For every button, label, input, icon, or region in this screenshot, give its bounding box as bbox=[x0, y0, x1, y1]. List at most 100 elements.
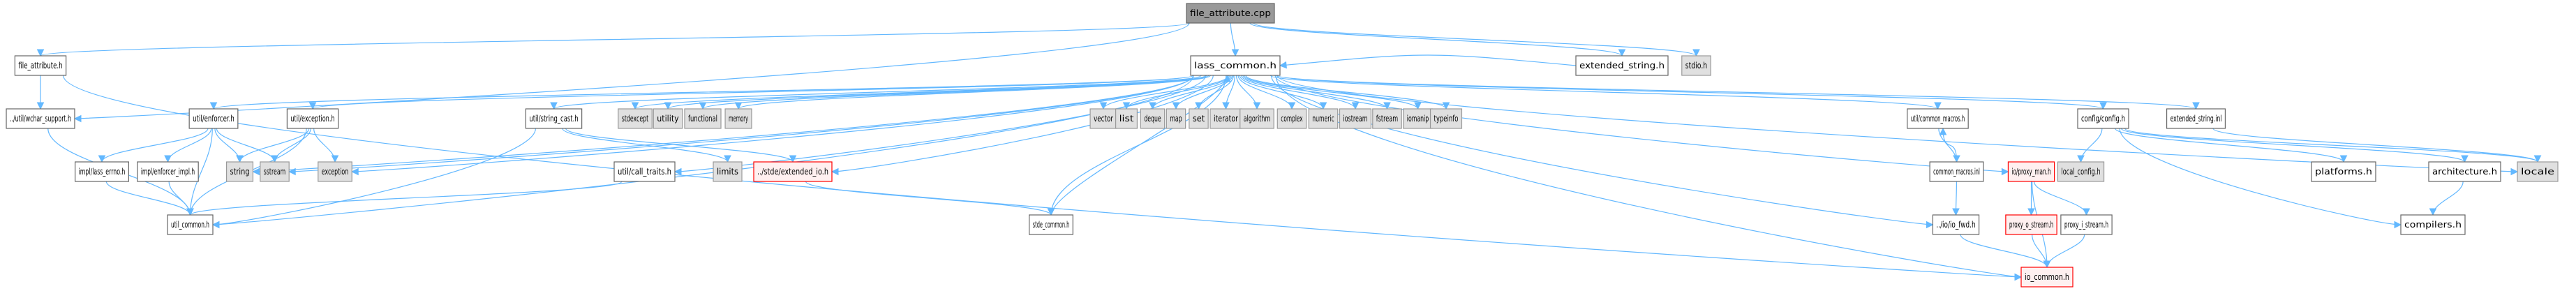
edge-enforcer-impl-h-to-util-common-h bbox=[168, 181, 191, 216]
node-exception-h[interactable]: util/exception.h bbox=[286, 108, 339, 129]
edge-lass-common-h-to-iomanip bbox=[1244, 75, 1419, 110]
node-iterator[interactable]: iterator bbox=[1209, 108, 1242, 129]
node-sstream[interactable]: sstream bbox=[260, 161, 290, 182]
node-list[interactable]: list bbox=[1115, 108, 1138, 129]
node-label: locale bbox=[2521, 167, 2554, 177]
node-label: string bbox=[230, 167, 250, 177]
node-architecture-h[interactable]: architecture.h bbox=[2428, 161, 2501, 182]
node-numeric[interactable]: numeric bbox=[1308, 108, 1339, 129]
edge-call-traits-h-to-util-common-h bbox=[189, 181, 623, 216]
edge-config-h-to-local-config-h bbox=[2080, 128, 2103, 163]
edge-arrowhead bbox=[550, 102, 558, 110]
edge-lass-common-h-to-functional bbox=[702, 75, 1209, 110]
node-io-fwd-h[interactable]: ../io/io_fwd.h bbox=[1932, 214, 1980, 235]
edge-arrowhead bbox=[1223, 74, 1231, 82]
nodes-layer: file_attribute.cpp file_attribute.h lass_c… bbox=[6, 3, 2559, 288]
node-exception[interactable]: exception bbox=[318, 161, 352, 182]
node-typeinfo[interactable]: typeinfo bbox=[1429, 108, 1463, 129]
node-string-cast-h[interactable]: util/string_cast.h bbox=[525, 108, 583, 129]
edge-file-attribute-h-to-io-common-h bbox=[63, 75, 2022, 278]
edge-arrowhead bbox=[1122, 102, 1131, 110]
node-box bbox=[1575, 55, 1669, 76]
node-label: numeric bbox=[1312, 114, 1334, 124]
node-vector[interactable]: vector bbox=[1089, 108, 1117, 129]
node-extended-io-h[interactable]: ../stde/extended_io.h bbox=[753, 161, 833, 182]
node-box bbox=[1209, 108, 1242, 129]
node-enforcer-h[interactable]: util/enforcer.h bbox=[188, 108, 239, 129]
node-stdio-h[interactable]: stdio.h bbox=[1681, 55, 1711, 76]
node-iostream[interactable]: iostream bbox=[1339, 108, 1372, 129]
edge-config-h-to-compilers-h bbox=[2119, 128, 2402, 225]
node-extended-string-inl[interactable]: extended_string.inl bbox=[2166, 108, 2226, 129]
node-common-macros-inl[interactable]: common_macros.inl bbox=[1929, 161, 1984, 182]
node-lass-common-h[interactable]: lass_common.h bbox=[1190, 55, 1281, 76]
node-box bbox=[2077, 108, 2129, 129]
node-stde-common-h[interactable]: stde_common.h bbox=[1029, 214, 1073, 235]
node-memory[interactable]: memory bbox=[724, 108, 752, 129]
edge-arrowhead bbox=[164, 155, 172, 163]
node-proxy-o-stream-h[interactable]: proxy_o_stream.h bbox=[2005, 214, 2057, 235]
node-proxy-i-stream-h[interactable]: proxy_i_stream.h bbox=[2060, 214, 2113, 235]
edge-arrowhead bbox=[351, 167, 359, 176]
node-iomanip[interactable]: iomanip bbox=[1403, 108, 1433, 129]
node-box bbox=[1929, 161, 1984, 182]
node-stdexcept[interactable]: stdexcept bbox=[618, 108, 653, 129]
edge-proxy-i-stream-h-to-io-common-h bbox=[2046, 234, 2085, 268]
node-local-config-h[interactable]: local_config.h bbox=[2057, 161, 2105, 182]
node-box bbox=[1372, 108, 1402, 129]
node-box bbox=[684, 108, 722, 129]
node-utility[interactable]: utility bbox=[653, 108, 683, 129]
node-extended-string-h[interactable]: extended_string.h bbox=[1575, 55, 1669, 76]
node-common-macros-h[interactable]: util/common_macros.h bbox=[1907, 108, 1969, 129]
edge-arrowhead bbox=[252, 167, 260, 176]
edge-lass-common-h-to-string-cast-h bbox=[553, 75, 1202, 110]
edge-arrowhead bbox=[2533, 155, 2542, 163]
node-set[interactable]: set bbox=[1189, 108, 1209, 129]
node-file-attribute-h[interactable]: file_attribute.h bbox=[14, 55, 67, 76]
node-config-h[interactable]: config/config.h bbox=[2077, 108, 2129, 129]
edge-arrowhead bbox=[1047, 208, 1055, 216]
node-label: exception bbox=[322, 167, 348, 177]
node-file-attribute-cpp[interactable]: file_attribute.cpp bbox=[1186, 3, 1275, 24]
node-label: platforms.h bbox=[2315, 167, 2372, 177]
node-wchar-support-h[interactable]: ../util/wchar_support.h bbox=[6, 108, 75, 129]
node-call-traits-h[interactable]: util/call_traits.h bbox=[613, 161, 676, 182]
node-label: util/call_traits.h bbox=[618, 167, 671, 177]
edge-arrowhead bbox=[1222, 102, 1230, 110]
node-label: config/config.h bbox=[2081, 114, 2125, 124]
edge-lass-common-h-to-locale bbox=[1276, 75, 2518, 172]
node-enforcer-impl-h[interactable]: impl/enforcer_impl.h bbox=[137, 161, 199, 182]
edge-arrowhead bbox=[1952, 208, 1960, 216]
node-locale[interactable]: locale bbox=[2517, 161, 2559, 182]
node-fstream[interactable]: fstream bbox=[1372, 108, 1402, 129]
edge-lass-common-h-to-exception-h bbox=[312, 75, 1194, 110]
node-util-common-h[interactable]: util_common.h bbox=[167, 214, 214, 235]
node-algorithm[interactable]: algorithm bbox=[1239, 108, 1274, 129]
node-platforms-h[interactable]: platforms.h bbox=[2311, 161, 2376, 182]
edge-arrowhead bbox=[186, 208, 194, 216]
node-box bbox=[1276, 108, 1307, 129]
node-compilers-h[interactable]: compilers.h bbox=[2400, 214, 2466, 235]
node-label: util/common_macros.h bbox=[1911, 114, 1965, 124]
node-proxy-man-h[interactable]: io/proxy_man.h bbox=[2007, 161, 2055, 182]
edge-enforcer-h-to-string bbox=[214, 128, 241, 163]
node-functional[interactable]: functional bbox=[684, 108, 722, 129]
node-label: common_macros.inl bbox=[1933, 167, 1980, 177]
node-lass-errno-h[interactable]: impl/lass_errno.h bbox=[75, 161, 129, 182]
node-complex[interactable]: complex bbox=[1276, 108, 1307, 129]
node-string[interactable]: string bbox=[225, 161, 254, 182]
node-box bbox=[1429, 108, 1463, 129]
edge-arrowhead bbox=[664, 102, 672, 110]
edge-arrowhead bbox=[2027, 208, 2035, 216]
node-box bbox=[713, 161, 743, 182]
node-io-common-h[interactable]: io_common.h bbox=[2020, 267, 2074, 288]
node-label: iterator bbox=[1214, 114, 1238, 124]
edge-extended-string-h-to-lass-common-h bbox=[1279, 54, 1577, 66]
node-deque[interactable]: deque bbox=[1140, 108, 1166, 129]
node-limits[interactable]: limits bbox=[713, 161, 743, 182]
edge-arrowhead bbox=[2510, 167, 2519, 176]
node-box bbox=[1190, 55, 1281, 76]
node-map[interactable]: map bbox=[1166, 108, 1186, 129]
node-box bbox=[1029, 214, 1073, 235]
